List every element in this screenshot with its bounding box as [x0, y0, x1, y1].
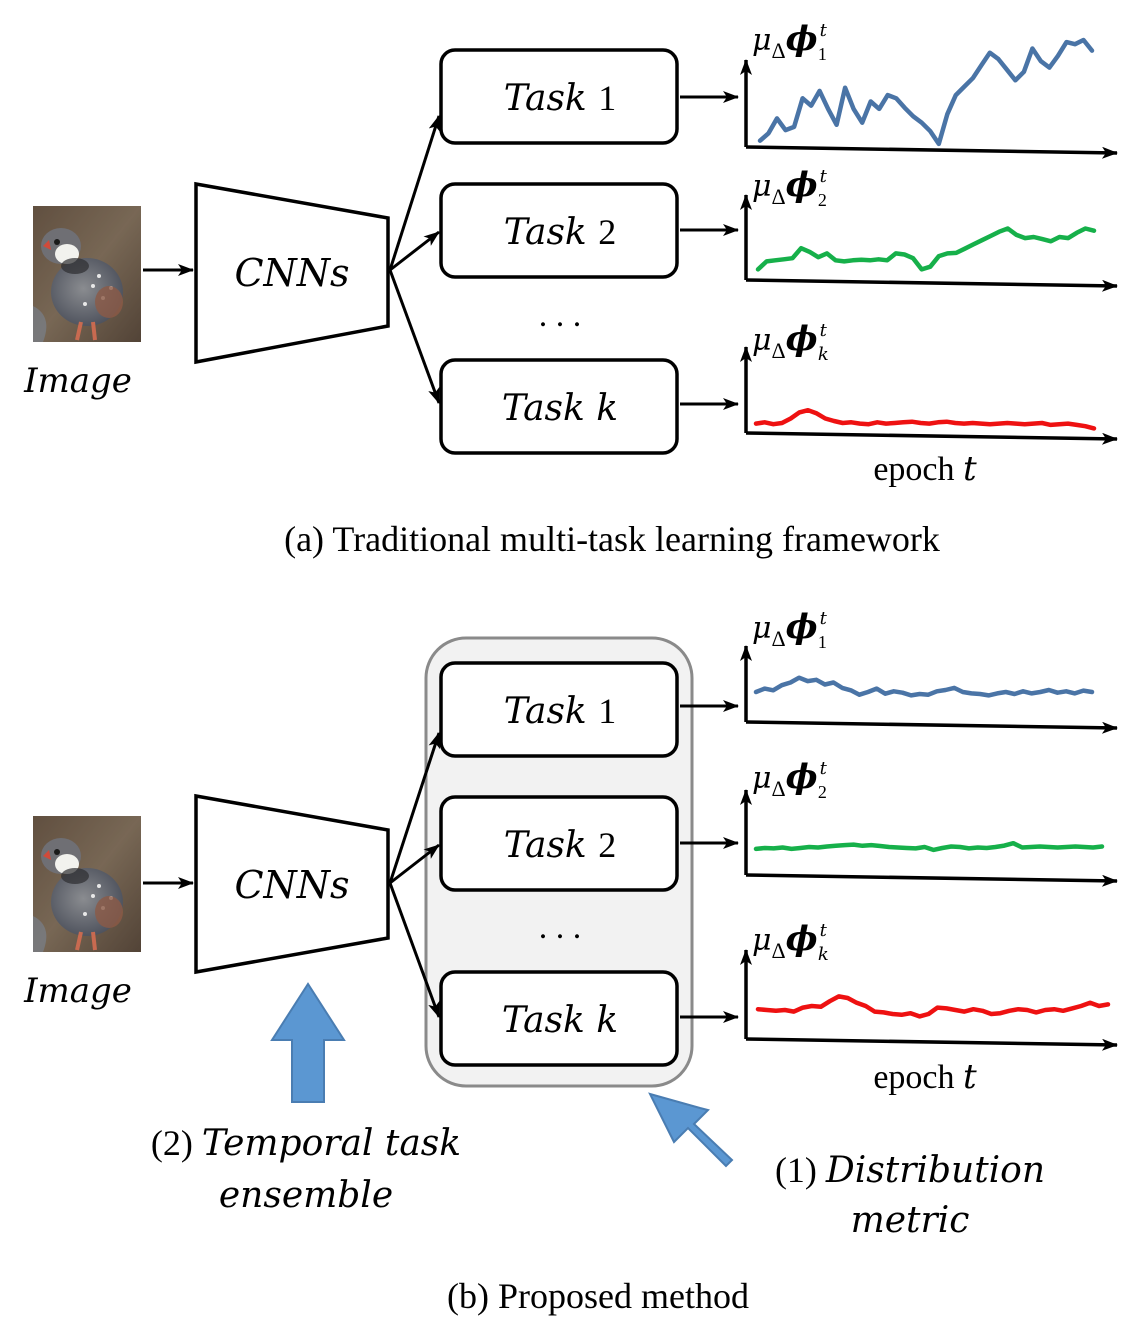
plot-x-axis	[745, 431, 1118, 445]
caption-a: (a) Traditional multi-task learning fram…	[284, 519, 940, 559]
epoch-label-b: epoch t	[873, 1057, 977, 1097]
task-label-2-b: Task 2	[504, 825, 616, 866]
task-label-2-a: Task 2	[504, 212, 616, 253]
task-box-k-a	[439, 358, 679, 455]
series-line-task2-b	[753, 840, 1105, 853]
arrow-cnn-to-taskk-b	[388, 882, 441, 1018]
input-image-a	[31, 204, 143, 344]
caption-b: (b) Proposed method	[447, 1276, 749, 1316]
task-box-1-a	[439, 48, 679, 145]
task-label-1-b: Task 1	[504, 691, 616, 732]
panel-a: Image CNNs Task 1 Task 2 . . . Task k μΔ…	[23, 19, 1118, 559]
annotation-2-line1: (2) Temporal task	[151, 1123, 461, 1164]
cnn-block-b	[194, 793, 390, 975]
cnn-label-a: CNNs	[234, 251, 349, 295]
task-box-2-b	[439, 795, 679, 892]
plot-x-axis	[745, 145, 1118, 159]
up-arrow-icon-temporal-ensemble	[270, 982, 346, 1103]
task-label-k-b: Task k	[502, 1000, 618, 1041]
epoch-label-a: epoch t	[873, 449, 977, 489]
ellipsis-b: . . .	[539, 909, 582, 946]
panel-b: Image CNNs Task 1 Task 2 . . . Task k μΔ…	[23, 607, 1118, 1316]
arrow-cnn-to-task1-b	[388, 732, 441, 884]
arrow-cnn-to-taskk-a	[388, 269, 441, 404]
image-label-a: Image	[23, 361, 132, 401]
cnn-label-b: CNNs	[234, 863, 349, 907]
ellipsis-a: . . .	[539, 297, 582, 334]
annotation-2-line2: ensemble	[219, 1175, 393, 1216]
plot-x-axis	[745, 1037, 1118, 1051]
annotation-1-line1: (1) Distribution	[775, 1150, 1045, 1191]
input-image-b	[31, 814, 143, 954]
plot-x-axis	[745, 278, 1118, 292]
series-line-task1-b	[753, 675, 1095, 698]
task-label-1-a: Task 1	[504, 78, 616, 119]
diagonal-arrow-icon-distribution-metric	[648, 1092, 734, 1168]
arrow-cnn-to-task2-b	[389, 843, 440, 885]
cnn-block-a	[194, 181, 390, 365]
annotation-1-line2: metric	[851, 1200, 970, 1241]
task-label-k-a: Task k	[502, 388, 618, 429]
plot-x-axis	[745, 873, 1118, 887]
image-label-b: Image	[23, 971, 132, 1011]
task-box-1-b	[439, 661, 679, 758]
arrow-cnn-to-task1-a	[388, 115, 441, 271]
arrow-cnn-to-task2-a	[389, 230, 440, 272]
plot-x-axis	[745, 720, 1118, 734]
task-box-k-b	[439, 970, 679, 1067]
series-line-taskk-b	[755, 994, 1111, 1019]
series-line-taskk-a	[753, 407, 1097, 431]
series-line-task2-a	[755, 226, 1097, 272]
series-line-task1-a	[757, 37, 1095, 147]
task-box-2-a	[439, 182, 679, 279]
